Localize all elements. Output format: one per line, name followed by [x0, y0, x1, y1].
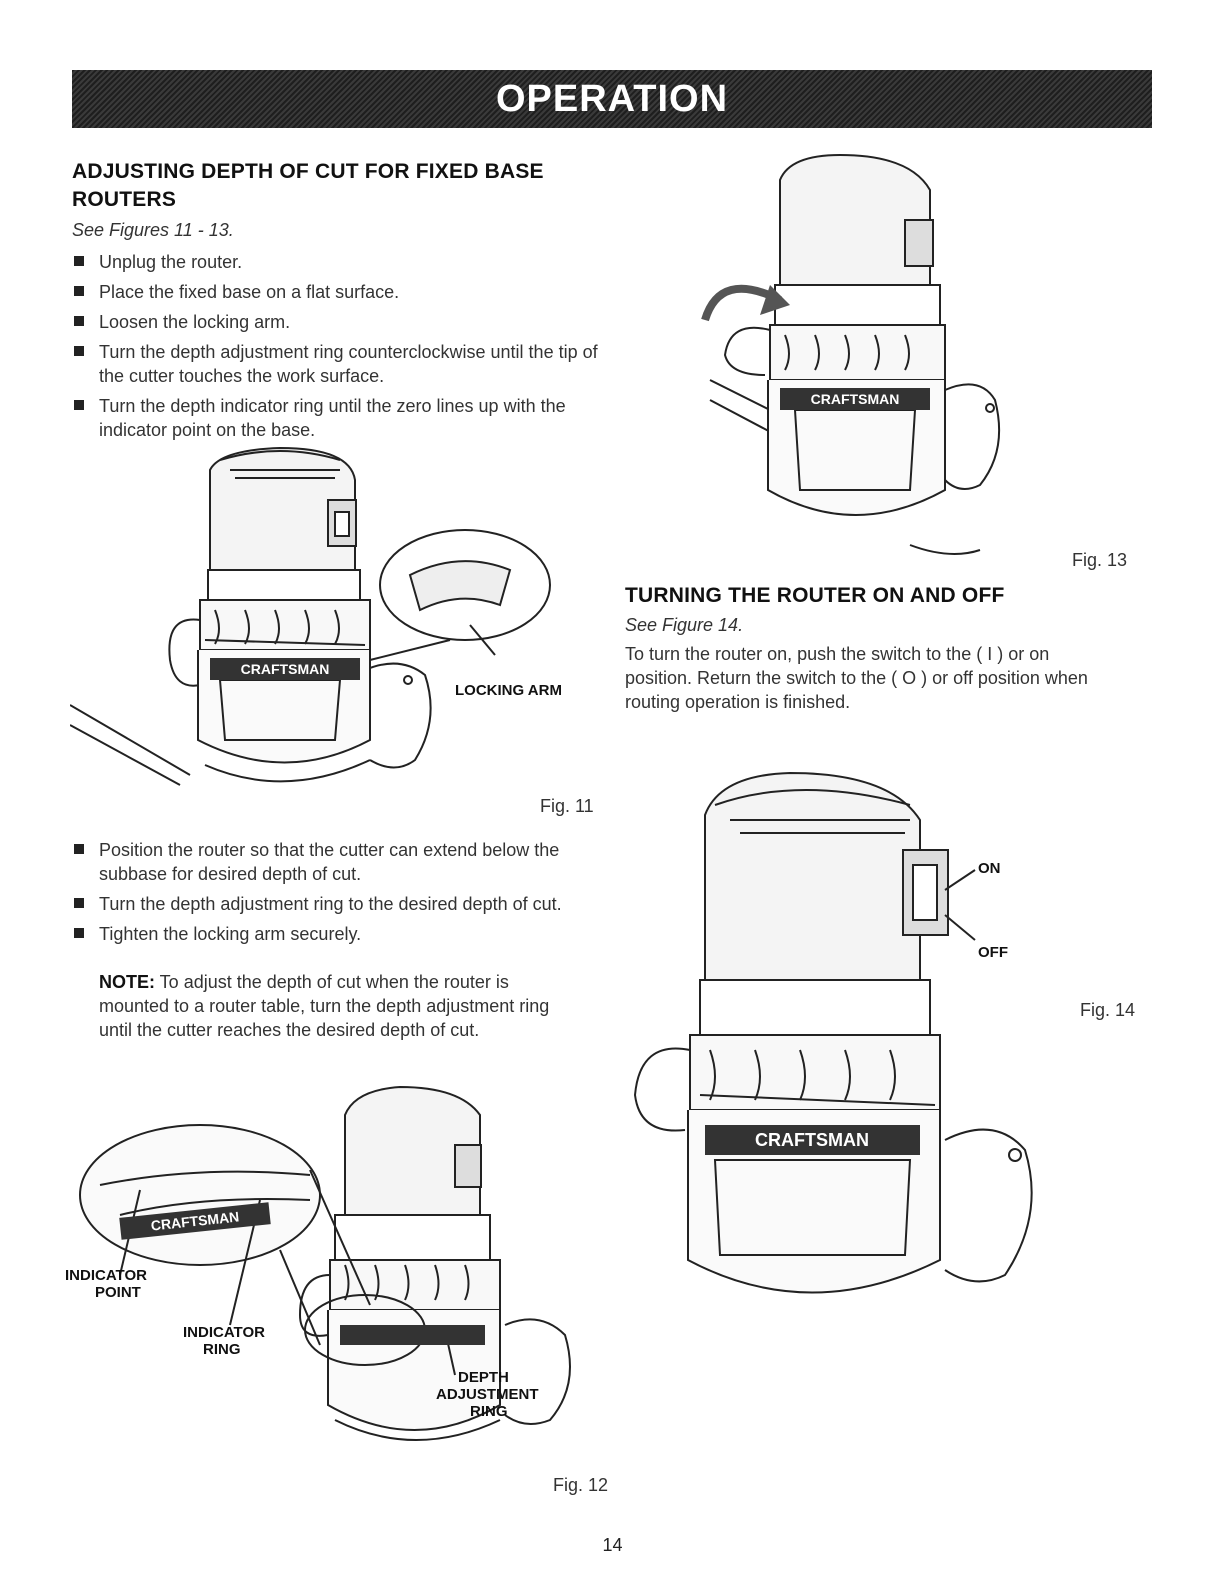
router-illustration-fig12: CRAFTSMAN INDICATOR POINT INDICATOR RING…	[65, 1085, 571, 1441]
fig-14-caption: Fig. 14	[1080, 1000, 1136, 1020]
section-heading-on-off: TURNING THE ROUTER ON AND OFF	[625, 584, 1005, 607]
callout-locking-arm: LOCKING ARM	[455, 682, 562, 699]
brand-label: CRAFTSMAN	[241, 661, 330, 677]
callout-depth-1: DEPTH	[458, 1369, 509, 1386]
list-item: Turn the depth adjustment ring countercl…	[72, 340, 602, 388]
brand-label: CRAFTSMAN	[755, 1130, 869, 1150]
figure-11: CRAFTSMAN LOCKING ARM	[70, 440, 610, 810]
list-item: Turn the depth adjustment ring to the de…	[72, 892, 602, 916]
note-label: NOTE:	[99, 972, 155, 992]
list-item: Position the router so that the cutter c…	[72, 838, 602, 886]
list-item: Tighten the locking arm securely.	[72, 922, 602, 946]
figure-13: CRAFTSMAN	[690, 150, 1140, 560]
router-illustration-fig14: CRAFTSMAN ON OFF	[633, 771, 1033, 1294]
list-item: Place the fixed base on a flat surface.	[72, 280, 602, 304]
section-banner: OPERATION	[72, 70, 1152, 128]
list-item: Unplug the router.	[72, 250, 602, 274]
fig-12-caption: Fig. 12	[553, 1475, 609, 1495]
banner-title: OPERATION	[495, 77, 729, 120]
bullet-list-bottom: Position the router so that the cutter c…	[72, 838, 602, 952]
section-heading-depth: ADJUSTING DEPTH OF CUT FOR FIXED BASE RO…	[72, 158, 612, 214]
see-figure-ref: See Figure 14.	[625, 615, 744, 635]
page-number: 14	[602, 1535, 623, 1555]
bullet-list-top: Unplug the router. Place the fixed base …	[72, 250, 602, 448]
heading-line-2: ROUTERS	[72, 188, 177, 211]
note-text: To adjust the depth of cut when the rout…	[99, 972, 550, 1040]
callout-indicator-ring-2: RING	[203, 1341, 241, 1358]
brand-label: CRAFTSMAN	[811, 391, 900, 407]
heading-line-1: ADJUSTING DEPTH OF CUT FOR FIXED BASE	[72, 160, 544, 183]
on-off-paragraph: To turn the router on, push the switch t…	[625, 644, 1088, 712]
fig-13-caption: Fig. 13	[1072, 550, 1128, 570]
callout-on: ON	[978, 860, 1001, 877]
figure-14: CRAFTSMAN ON OFF	[620, 765, 1060, 1320]
list-item: Loosen the locking arm.	[72, 310, 602, 334]
callout-indicator-ring-1: INDICATOR	[183, 1324, 265, 1341]
list-item: Turn the depth indicator ring until the …	[72, 394, 602, 442]
fig-11-caption: Fig. 11	[540, 796, 594, 816]
callout-indicator-point-2: POINT	[95, 1284, 141, 1301]
callout-indicator-point-1: INDICATOR	[65, 1267, 147, 1284]
router-illustration-fig11: CRAFTSMAN LOCKING ARM	[70, 446, 562, 786]
callout-off: OFF	[978, 944, 1008, 961]
router-illustration-fig13: CRAFTSMAN	[701, 153, 1001, 555]
see-figures-ref: See Figures 11 - 13.	[72, 220, 234, 240]
note-paragraph: NOTE: To adjust the depth of cut when th…	[99, 970, 579, 1042]
callout-depth-3: RING	[470, 1403, 508, 1420]
figure-12: CRAFTSMAN INDICATOR POINT INDICATOR RING…	[60, 1075, 600, 1465]
callout-depth-2: ADJUSTMENT	[436, 1386, 539, 1403]
